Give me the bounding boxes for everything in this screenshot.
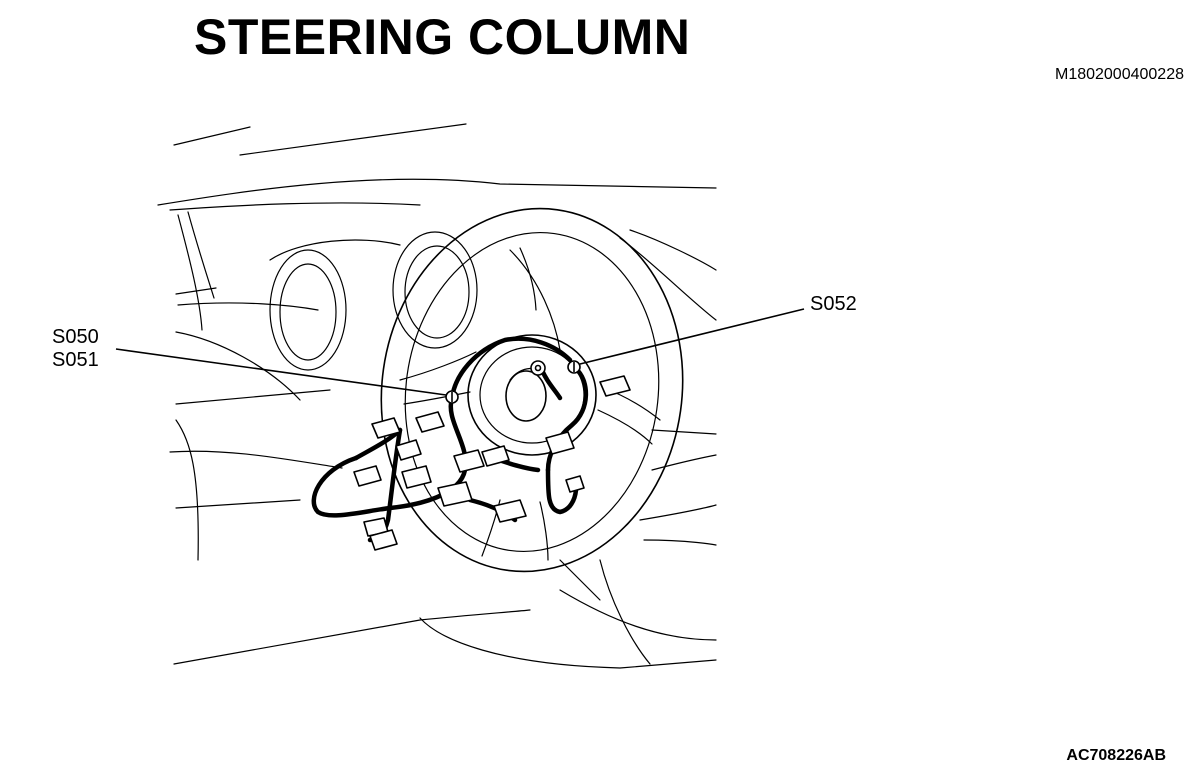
figure-code: AC708226AB <box>1066 747 1166 764</box>
document-code: M1802000400228 <box>1054 66 1184 83</box>
callout-label-s051: S051 <box>52 349 99 371</box>
callout-label-s050: S050 <box>52 326 99 348</box>
instrument-cluster <box>269 231 561 371</box>
page-title: STEERING COLUMN <box>194 9 691 65</box>
splice-s050-s051-marker <box>445 390 459 404</box>
leader-line-s050-s051 <box>115 348 447 396</box>
splice-s052-marker <box>567 360 581 374</box>
harness-connectors <box>353 375 631 551</box>
ground-point-marker <box>530 360 546 376</box>
steering-wheel <box>380 207 684 573</box>
callout-s050-s051: S050 S051 <box>52 326 99 372</box>
dashboard-outline <box>157 123 717 669</box>
callout-label-s052: S052 <box>810 293 857 315</box>
leader-line-s052 <box>579 308 805 365</box>
